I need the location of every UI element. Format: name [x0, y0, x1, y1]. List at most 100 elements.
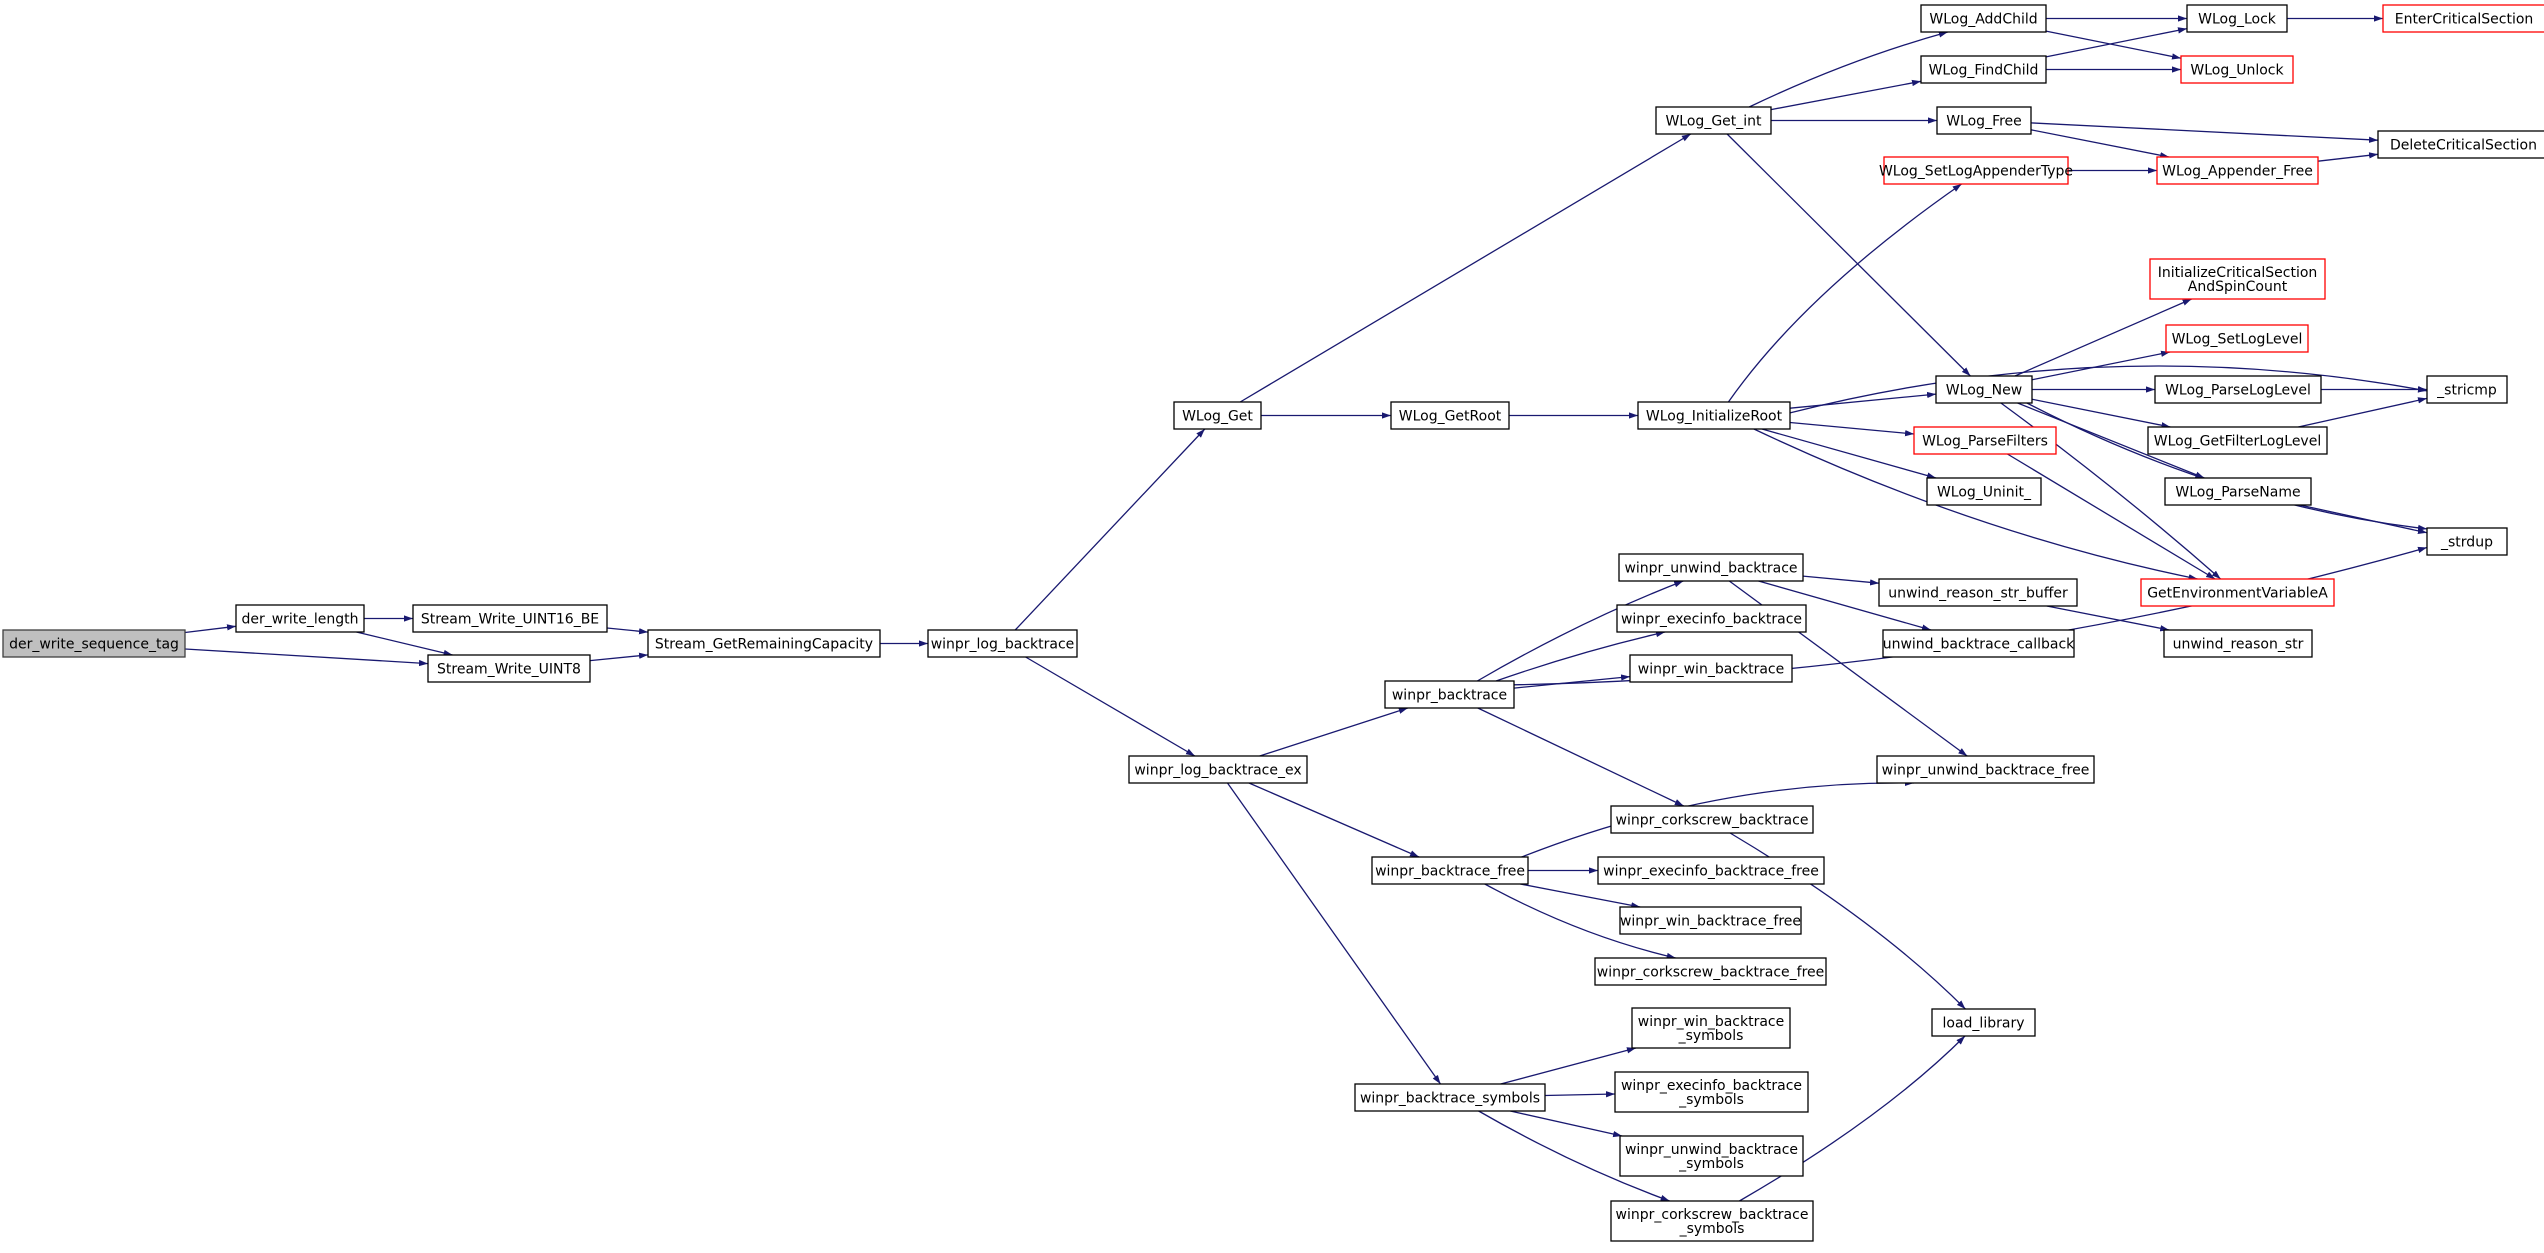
node-box[interactable] [647, 629, 881, 658]
node-n3[interactable]: Stream_Write_UINT8 [427, 654, 591, 683]
node-box[interactable] [2426, 527, 2508, 556]
node-n33[interactable]: winpr_execinfo_backtrace [1616, 604, 1807, 633]
node-box[interactable] [2165, 324, 2309, 353]
node-n39[interactable]: winpr_corkscrew_backtrace [1610, 805, 1814, 834]
node-box[interactable] [1618, 553, 1804, 582]
node-box[interactable] [2180, 55, 2294, 84]
node-n2[interactable]: Stream_Write_UINT16_BE [412, 604, 608, 633]
node-n26[interactable]: WLog_ParseFilters [1913, 426, 2057, 455]
node-n6[interactable]: WLog_Get [1173, 401, 1262, 430]
node-n17[interactable]: DeleteCriticalSection [2377, 130, 2544, 159]
node-box[interactable] [2426, 375, 2508, 404]
node-box[interactable] [1931, 1008, 2036, 1037]
node-box[interactable] [1371, 856, 1529, 885]
node-n12[interactable]: WLog_FindChild [1920, 55, 2047, 84]
node-n41[interactable]: winpr_execinfo_backtrace_free [1597, 856, 1825, 885]
node-n16[interactable]: EnterCriticalSection [2382, 4, 2544, 33]
node-n48[interactable]: winpr_unwind_backtrace_symbols [1619, 1135, 1804, 1177]
node-box[interactable] [2147, 426, 2328, 455]
node-n24[interactable]: _stricmp [2426, 375, 2508, 404]
node-n47[interactable]: winpr_execinfo_backtrace_symbols [1614, 1071, 1809, 1113]
node-n42[interactable]: winpr_win_backtrace_free [1619, 906, 1802, 935]
node-n37[interactable]: winpr_backtrace [1384, 680, 1515, 709]
node-box[interactable] [1614, 1071, 1809, 1113]
node-box[interactable] [1610, 1200, 1814, 1242]
node-n30[interactable]: GetEnvironmentVariableA [2140, 578, 2335, 607]
node-n22[interactable]: WLog_New [1935, 375, 2033, 404]
node-n10[interactable]: WLog_InitializeRoot [1637, 401, 1791, 430]
node-box[interactable] [1390, 401, 1510, 430]
node-n32[interactable]: unwind_reason_str_buffer [1878, 578, 2078, 607]
node-n46[interactable]: winpr_backtrace_symbols [1354, 1083, 1546, 1112]
node-n14[interactable]: WLog_Lock [2186, 4, 2288, 33]
node-n21[interactable]: WLog_SetLogLevel [2165, 324, 2309, 353]
node-box[interactable] [427, 654, 591, 683]
node-n15[interactable]: WLog_Unlock [2180, 55, 2294, 84]
node-n19[interactable]: WLog_SetLogAppenderType [1879, 156, 2073, 185]
node-n44[interactable]: load_library [1931, 1008, 2036, 1037]
node-box[interactable] [927, 629, 1078, 658]
node-n18[interactable]: WLog_Appender_Free [2156, 156, 2319, 185]
node-n38[interactable]: winpr_unwind_backtrace_free [1876, 755, 2095, 784]
node-box[interactable] [2164, 477, 2312, 506]
node-box[interactable] [1926, 477, 2042, 506]
node-box[interactable] [2382, 4, 2544, 33]
node-n49[interactable]: winpr_corkscrew_backtrace_symbols [1610, 1200, 1814, 1242]
node-box[interactable] [1354, 1083, 1546, 1112]
node-box[interactable] [1655, 106, 1772, 135]
node-box[interactable] [1128, 755, 1308, 784]
node-box[interactable] [1876, 755, 2095, 784]
node-box[interactable] [2140, 578, 2335, 607]
node-n43[interactable]: winpr_corkscrew_backtrace_free [1594, 957, 1827, 986]
node-box[interactable] [1597, 856, 1825, 885]
node-n27[interactable]: WLog_ParseName [2164, 477, 2312, 506]
node-n9[interactable]: WLog_Get_int [1655, 106, 1772, 135]
node-n28[interactable]: WLog_Uninit_ [1926, 477, 2042, 506]
node-box[interactable] [1619, 906, 1802, 935]
node-n31[interactable]: winpr_unwind_backtrace [1618, 553, 1804, 582]
node-n11[interactable]: WLog_AddChild [1920, 4, 2047, 33]
node-box[interactable] [1173, 401, 1262, 430]
node-box[interactable] [1882, 629, 2075, 658]
node-box[interactable] [1920, 55, 2047, 84]
node-box[interactable] [2149, 258, 2326, 300]
node-n25[interactable]: WLog_GetFilterLogLevel [2147, 426, 2328, 455]
node-n13[interactable]: WLog_Free [1936, 106, 2032, 135]
node-box[interactable] [2154, 375, 2322, 404]
node-box[interactable] [1935, 375, 2033, 404]
node-box[interactable] [1936, 106, 2032, 135]
node-n0[interactable]: der_write_sequence_tag [2, 629, 186, 658]
node-n36[interactable]: winpr_win_backtrace [1629, 654, 1793, 683]
node-n29[interactable]: _strdup [2426, 527, 2508, 556]
node-n40[interactable]: winpr_backtrace_free [1371, 856, 1529, 885]
node-n7[interactable]: winpr_log_backtrace_ex [1128, 755, 1308, 784]
node-box[interactable] [2156, 156, 2319, 185]
node-box[interactable] [412, 604, 608, 633]
node-box[interactable] [1610, 805, 1814, 834]
node-n5[interactable]: winpr_log_backtrace [927, 629, 1078, 658]
node-box[interactable] [1913, 426, 2057, 455]
node-n34[interactable]: unwind_backtrace_callback [1882, 629, 2075, 658]
node-box[interactable] [2186, 4, 2288, 33]
node-box[interactable] [1883, 156, 2069, 185]
node-box[interactable] [2163, 629, 2313, 658]
node-box[interactable] [1631, 1007, 1791, 1049]
node-box[interactable] [1616, 604, 1807, 633]
node-n8[interactable]: WLog_GetRoot [1390, 401, 1510, 430]
node-n45[interactable]: winpr_win_backtrace_symbols [1631, 1007, 1791, 1049]
node-box[interactable] [1629, 654, 1793, 683]
node-n35[interactable]: unwind_reason_str [2163, 629, 2313, 658]
node-box[interactable] [1920, 4, 2047, 33]
node-box[interactable] [1384, 680, 1515, 709]
node-n1[interactable]: der_write_length [235, 604, 365, 633]
node-box[interactable] [1619, 1135, 1804, 1177]
node-box[interactable] [1637, 401, 1791, 430]
node-box[interactable] [2, 629, 186, 658]
node-box[interactable] [1594, 957, 1827, 986]
node-box[interactable] [235, 604, 365, 633]
node-n4[interactable]: Stream_GetRemainingCapacity [647, 629, 881, 658]
node-box[interactable] [2377, 130, 2544, 159]
node-box[interactable] [1878, 578, 2078, 607]
node-n23[interactable]: WLog_ParseLogLevel [2154, 375, 2322, 404]
